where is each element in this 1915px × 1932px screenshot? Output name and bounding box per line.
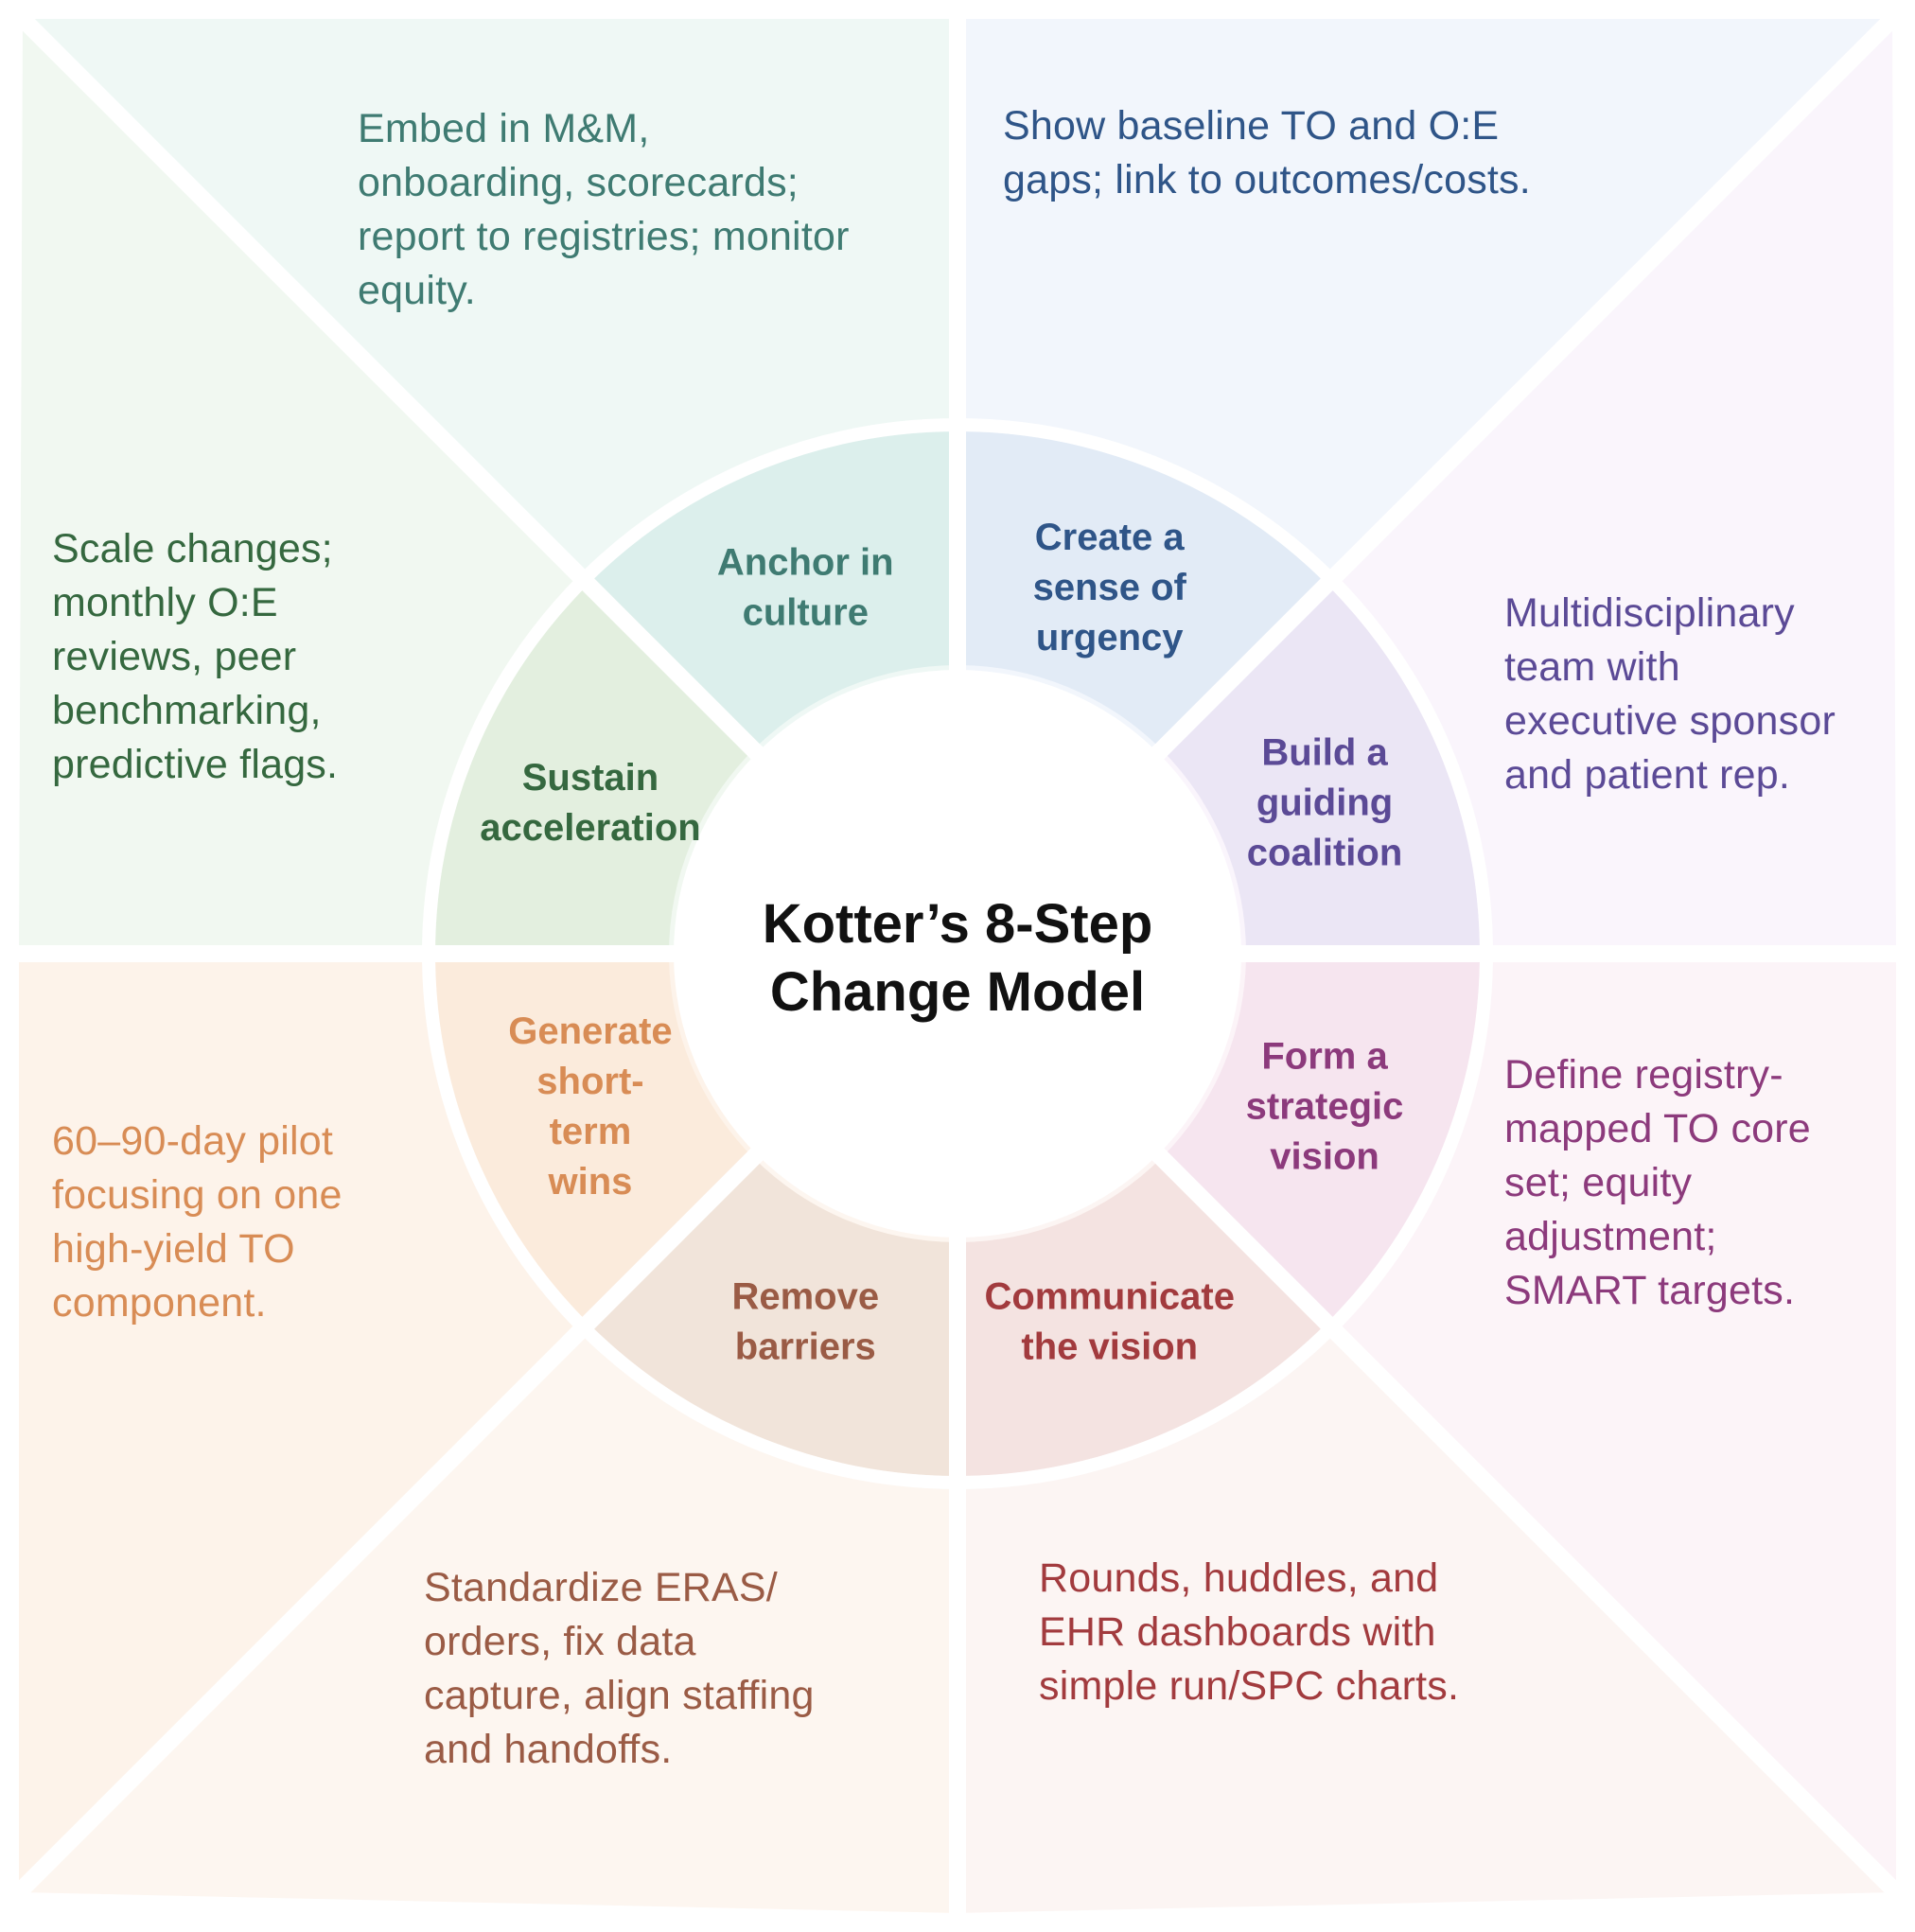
description-line: Multidisciplinary: [1504, 590, 1795, 636]
description-line: Define registry-: [1504, 1052, 1783, 1098]
description-line: SMART targets.: [1504, 1268, 1796, 1313]
description-line: team with: [1504, 644, 1680, 690]
center-circle: [674, 670, 1241, 1238]
step-description-coalition: Multidisciplinary team with executive spon…: [1504, 587, 1836, 802]
description-line: monthly O:E: [52, 580, 278, 625]
description-line: simple run/SPC charts.: [1039, 1663, 1460, 1709]
description-line: capture, align staffing: [424, 1673, 815, 1718]
description-line: Show baseline TO and O:E: [1003, 103, 1500, 149]
description-line: 60–90-day pilot: [52, 1118, 334, 1164]
description-line: component.: [52, 1280, 267, 1326]
description-line: orders, fix data: [424, 1619, 696, 1664]
description-line: Standardize ERAS/: [424, 1565, 778, 1610]
description-line: Embed in M&M,: [358, 106, 650, 151]
step-description-barriers: Standardize ERAS/orders, fix data capture…: [424, 1561, 815, 1777]
description-line: adjustment;: [1504, 1214, 1717, 1259]
step-description-vision: Define registry-mapped TO core set; equit…: [1504, 1048, 1811, 1318]
description-line: executive sponsor: [1504, 698, 1836, 744]
description-line: reviews, peer: [52, 634, 297, 679]
description-line: mapped TO core: [1504, 1106, 1811, 1151]
description-line: high-yield TO: [52, 1226, 295, 1272]
description-line: predictive flags.: [52, 742, 339, 787]
description-line: Scale changes;: [52, 526, 333, 571]
step-description-wins: 60–90-day pilot focusing on one high-yield…: [52, 1115, 343, 1330]
description-line: and handoffs.: [424, 1727, 673, 1772]
description-line: focusing on one: [52, 1172, 343, 1218]
description-line: report to registries; monitor: [358, 214, 850, 259]
description-line: equity.: [358, 268, 476, 313]
description-line: Rounds, huddles, and: [1039, 1555, 1439, 1601]
description-line: set; equity: [1504, 1160, 1693, 1205]
step-description-urgency: Show baseline TO and O:E gaps; link to ou…: [1003, 99, 1531, 207]
description-line: onboarding, scorecards;: [358, 160, 799, 205]
description-line: EHR dashboards with: [1039, 1609, 1436, 1655]
step-description-anchor: Embed in M&M, onboarding, scorecards; repo…: [358, 102, 850, 318]
description-line: and patient rep.: [1504, 752, 1791, 798]
step-description-sustain: Scale changes; monthly O:E reviews, peer be…: [52, 522, 338, 792]
description-line: benchmarking,: [52, 688, 322, 733]
description-line: gaps; link to outcomes/costs.: [1003, 157, 1531, 202]
ring-outer-border: [422, 418, 1493, 1489]
